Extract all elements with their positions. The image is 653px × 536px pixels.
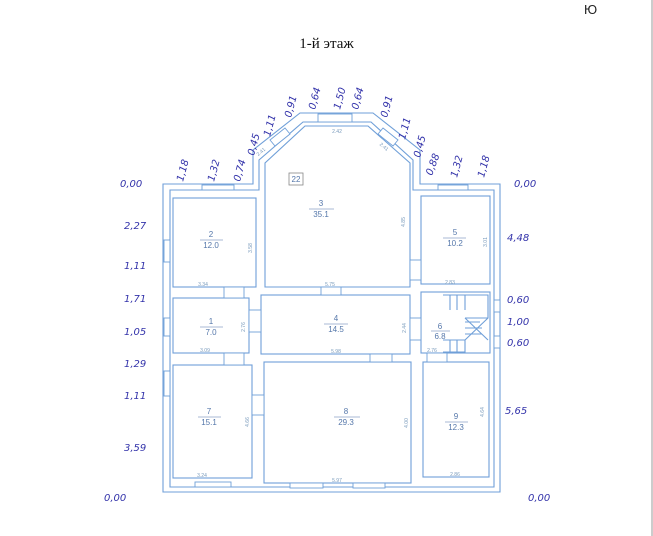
annotation: 1,29 [124, 359, 146, 370]
room-9-outline [422, 361, 490, 478]
room-number: 9 [454, 412, 459, 421]
annotation: 1,18 [476, 154, 492, 178]
dimension: 2.42 [332, 129, 342, 135]
room-area: 6.8 [434, 332, 446, 341]
annotation: 0,91 [379, 94, 395, 118]
dimension: 4.64 [480, 407, 486, 417]
room-number: 2 [209, 230, 214, 239]
room-number: 3 [319, 199, 324, 208]
annotation: 1,11 [397, 116, 413, 140]
annotation: 1,50 [332, 86, 348, 110]
room-number: 1 [209, 317, 214, 326]
room-area: 7.0 [205, 328, 217, 337]
dimension: 2.83 [445, 280, 455, 286]
annotation: 4,48 [507, 233, 529, 244]
room-area: 35.1 [313, 210, 329, 219]
annotation: 1,00 [507, 317, 529, 328]
annotation: 0,60 [507, 295, 529, 306]
annotation: 0,45 [412, 134, 428, 158]
room-area: 29.3 [338, 418, 354, 427]
dimension: 5.75 [325, 282, 335, 288]
annotation: 0,00 [528, 493, 550, 504]
north-label: Ю [584, 2, 598, 17]
annotation: 1,32 [206, 158, 222, 182]
annotation: 1,71 [124, 294, 146, 305]
annotation: 0,64 [307, 86, 323, 110]
annotation: 0,88 [424, 152, 442, 177]
dimension: 2.41 [378, 142, 389, 153]
annotation: 2,27 [124, 221, 147, 232]
page-edge [651, 0, 653, 536]
annotation: 3,59 [124, 443, 146, 454]
dimension: 2.41 [256, 147, 267, 158]
room-area: 12.0 [203, 241, 219, 250]
dimension: 3.24 [197, 473, 207, 479]
dimension: 3.34 [198, 282, 208, 288]
dimension: 4.00 [404, 418, 410, 428]
dimension-labels: 2.42 2.41 2.41 3.34 3.58 5.75 4.85 3.01 … [197, 129, 489, 484]
annotation: 1,18 [175, 158, 191, 182]
doors [223, 259, 448, 416]
dimension: 4.85 [401, 217, 407, 227]
annotation: 0,00 [104, 493, 126, 504]
annotation: 1,11 [262, 113, 278, 137]
room-number: 5 [453, 228, 458, 237]
room-labels: 2 12.0 3 35.1 5 10.2 1 7.0 4 14.5 6 6.8 … [198, 199, 468, 432]
annotation: 0,00 [120, 179, 142, 190]
dimension: 2.76 [241, 322, 247, 332]
room-5-outline [420, 195, 491, 285]
plan-tag: 22 [292, 175, 301, 184]
staircase [443, 294, 489, 353]
annotation: 5,65 [505, 406, 527, 417]
annotation: 1,11 [124, 261, 146, 272]
annotation: 1,05 [124, 327, 146, 338]
room-7-outline [172, 364, 253, 479]
dimension: 2.86 [450, 472, 460, 478]
room-8-outline [263, 361, 412, 484]
dimension: 5.98 [331, 349, 341, 355]
room-2-outline [172, 197, 257, 288]
dimension: 5.97 [332, 478, 342, 484]
room-area: 15.1 [201, 418, 217, 427]
plan-tag-box [288, 172, 304, 186]
dimension: 3.09 [200, 348, 210, 354]
annotation: 1,11 [124, 391, 146, 402]
room-area: 10.2 [447, 239, 463, 248]
annotation: 1,32 [449, 154, 465, 178]
page-title: 1-й этаж [299, 36, 354, 52]
room-number: 4 [334, 314, 339, 323]
dimension: 3.58 [248, 243, 254, 253]
room-3-outline [264, 125, 411, 288]
handwritten-annotations-left: 0,00 2,27 1,11 1,71 1,05 1,29 1,11 3,59 … [104, 179, 147, 504]
dimension: 4.66 [245, 417, 251, 427]
dimension: 2.44 [402, 323, 408, 333]
annotation: 0,74 [232, 158, 248, 182]
annotation: 0,60 [507, 338, 529, 349]
room-number: 8 [344, 407, 349, 416]
windows [163, 113, 501, 489]
room-area: 12.3 [448, 423, 464, 432]
dimension: 2.76 [427, 348, 437, 354]
outer-wall [162, 112, 501, 493]
inner-outer-wall [169, 121, 495, 488]
dimension: 3.01 [483, 237, 489, 247]
annotation: 0,64 [350, 86, 366, 110]
annotation: 0,00 [514, 179, 536, 190]
room-number: 6 [438, 322, 443, 331]
room-number: 7 [207, 407, 212, 416]
room-area: 14.5 [328, 325, 344, 334]
handwritten-annotations-right: 0,00 4,48 0,60 1,00 0,60 5,65 0,00 [505, 179, 550, 504]
